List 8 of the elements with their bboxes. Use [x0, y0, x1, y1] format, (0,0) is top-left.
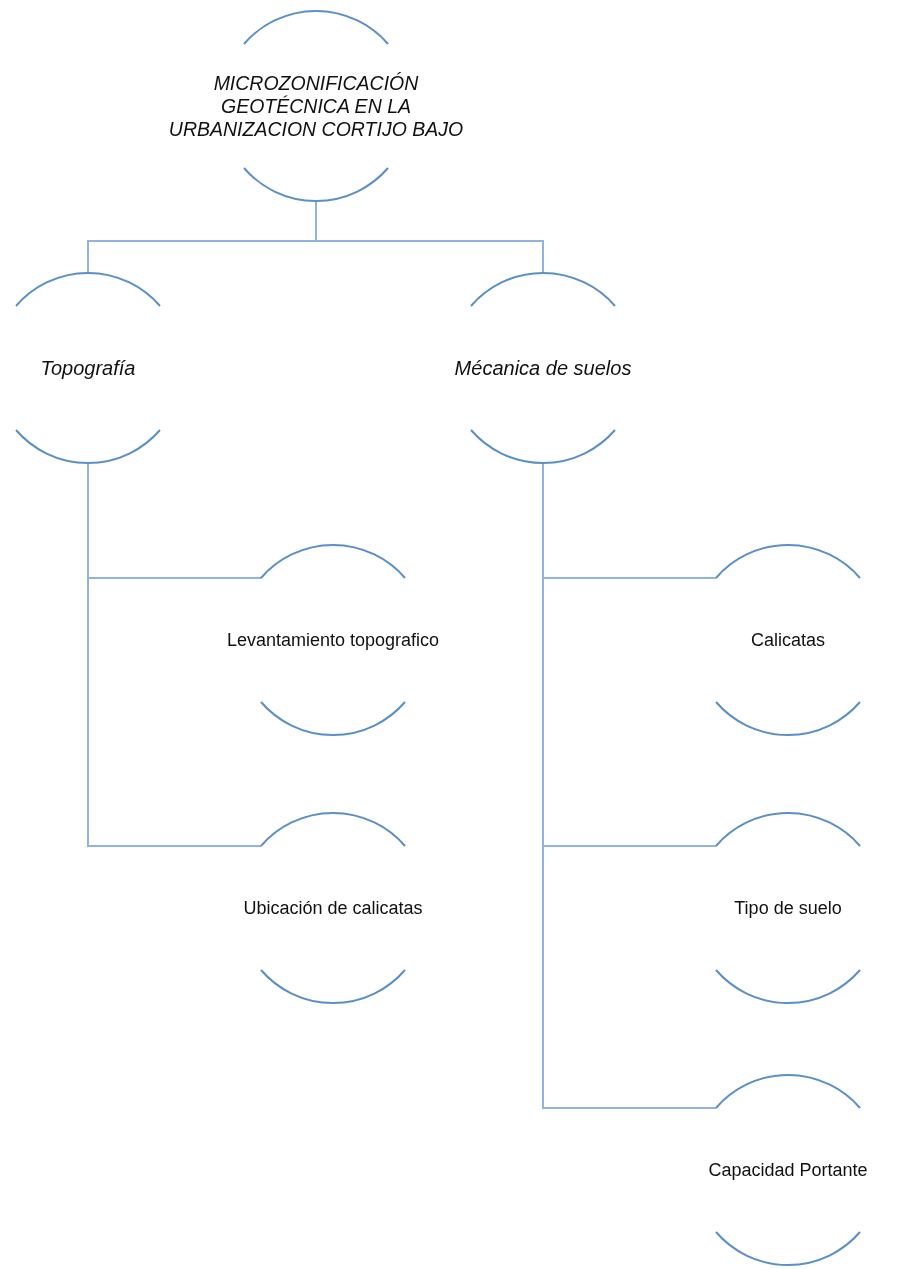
node-label: Capacidad Portante	[708, 1159, 868, 1181]
node-label: Mécanica de suelos	[454, 356, 632, 380]
node-label: Calicatas	[751, 629, 825, 651]
node-label: Ubicación de calicatas	[243, 897, 423, 919]
node-label: Levantamiento topografico	[226, 629, 440, 651]
node-label: Tipo de suelo	[734, 897, 842, 919]
node-label: MICROZONIFICACIÓN GEOTÉCNICA EN LA URBANIZACION CORTIJO BAJO	[167, 71, 465, 141]
node-label: Topografía	[40, 356, 136, 380]
